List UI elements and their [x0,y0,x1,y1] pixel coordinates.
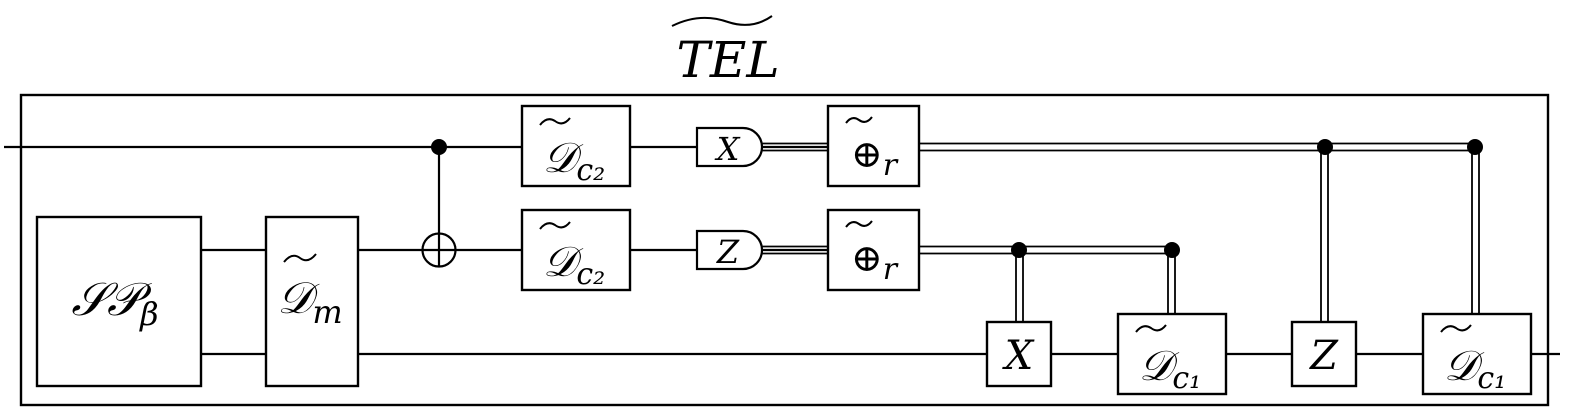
control-dot-x [1011,242,1027,258]
d-c1-a-gate: 𝒟c₁ [1116,312,1228,396]
measure-z-label: Z [716,233,740,271]
d-c1-a-tilde [1135,324,1167,333]
classical-control-x [1015,250,1024,322]
d-c2-middle-tilde [539,221,571,230]
x-gate-label: X [1002,333,1035,379]
d-c2-top-gate: 𝒟c₂ [520,104,632,188]
d-m-tilde [283,253,317,263]
xor-r-middle-label: ⊕r [851,236,899,287]
d-c1-b-tilde [1440,324,1472,333]
title-tilde [671,15,773,27]
xor-r-top-gate: ⊕r [826,104,921,188]
z-gate: Z [1290,320,1358,388]
xor-r-top-label: ⊕r [851,132,899,183]
xor-r-middle-tilde [845,220,873,228]
classical-control-z [1320,147,1329,322]
z-gate-label: Z [1308,333,1339,379]
d-c2-middle-gate: 𝒟c₂ [520,208,632,292]
d-m-gate: 𝒟m [264,215,360,388]
measure-x-gate: X [695,126,764,168]
xor-r-top-tilde [845,116,873,124]
d-m-label: 𝒟m [277,273,342,331]
control-dot-dc1-a [1164,242,1180,258]
sp-beta-label: 𝒮𝒫β [71,272,158,333]
cnot-target [421,232,457,268]
sp-beta-gate: 𝒮𝒫β [35,215,203,388]
d-c1-a-label: 𝒟c₁ [1139,341,1201,396]
x-gate: X [985,320,1053,388]
classical-control-dc1-a [1167,250,1176,314]
title-text: TEL [676,31,779,89]
measure-z-gate: Z [695,229,764,271]
classical-control-dc1-b [1471,147,1480,314]
d-c1-b-gate: 𝒟c₁ [1421,312,1533,396]
xor-r-middle-gate: ⊕r [826,208,921,292]
outer-frame [19,93,1550,407]
control-dot-z [1317,139,1333,155]
circuit-title: TEL [671,15,780,89]
measure-x-label: X [714,130,741,168]
control-dot-dc1-b [1467,139,1483,155]
d-c2-top-tilde [539,117,571,126]
